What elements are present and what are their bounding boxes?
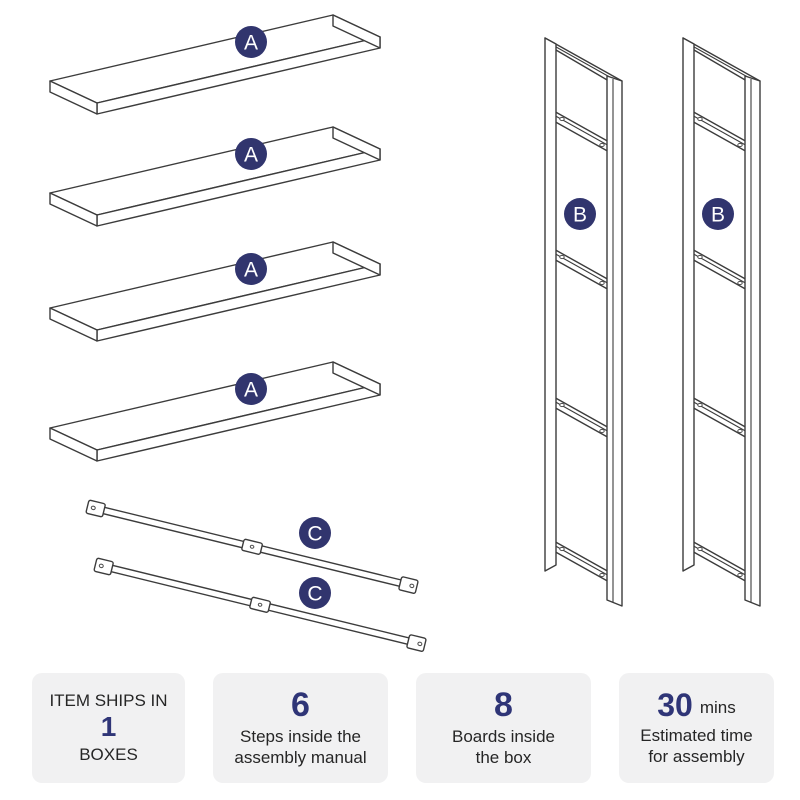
badge-circle	[702, 198, 734, 230]
badge-label: A	[244, 144, 258, 167]
assembly-time-value-row: 30 mins	[657, 688, 736, 723]
badge-label: A	[244, 379, 258, 402]
badge-circle	[235, 253, 267, 285]
assembly-time-unit: mins	[699, 698, 736, 718]
badge-circle	[299, 577, 331, 609]
ships-in-caption: BOXES	[79, 744, 138, 764]
steps-value: 6	[291, 685, 310, 724]
badge-cross-bar-2: C	[299, 577, 331, 609]
info-card-ships-in: ITEM SHIPS IN 1 BOXES	[32, 673, 185, 783]
badge-label: B	[711, 204, 725, 227]
badge-label: C	[307, 523, 322, 546]
badge-shelf-board-1: A	[235, 26, 267, 58]
badge-shelf-board-4: A	[235, 373, 267, 405]
badge-circle	[299, 517, 331, 549]
badge-label: B	[573, 204, 587, 227]
badge-label: A	[244, 259, 258, 282]
badge-label: C	[307, 583, 322, 606]
info-cards-row: ITEM SHIPS IN 1 BOXES 6 Steps inside the…	[32, 673, 774, 783]
badge-shelf-board-3: A	[235, 253, 267, 285]
badge-circle	[235, 373, 267, 405]
steps-caption-line1: Steps inside the	[240, 726, 361, 746]
info-card-boards: 8 Boards inside the box	[416, 673, 591, 783]
boards-caption: Boards inside the box	[452, 726, 555, 770]
shelf-board-2	[49, 126, 381, 227]
boards-caption-line2: the box	[475, 748, 532, 768]
boards-value: 8	[494, 685, 513, 724]
badge-circle	[235, 138, 267, 170]
steps-caption-line2: assembly manual	[234, 748, 367, 768]
boards-caption-line1: Boards inside	[451, 726, 555, 746]
badge-side-frame-1: B	[564, 198, 596, 230]
ships-in-value: 1	[100, 710, 117, 742]
assembly-time-caption-line1: Estimated time	[640, 725, 753, 745]
badge-side-frame-2: B	[702, 198, 734, 230]
assembly-time-caption: Estimated time for assembly	[640, 725, 752, 769]
badge-circle	[235, 26, 267, 58]
side-frame-1	[544, 37, 623, 607]
badge-cross-bar-1: C	[299, 517, 331, 549]
steps-caption: Steps inside the assembly manual	[234, 726, 366, 770]
parts-diagram: A A A A B B C C	[49, 14, 761, 653]
shelf-board-3	[49, 241, 381, 342]
shelf-board-4	[49, 361, 381, 462]
ships-in-title: ITEM SHIPS IN	[49, 691, 168, 711]
assembly-time-value: 30	[657, 686, 693, 723]
shelf-board-1	[49, 14, 381, 115]
badge-circle	[564, 198, 596, 230]
info-card-steps: 6 Steps inside the assembly manual	[213, 673, 388, 783]
cross-bar-2	[93, 557, 428, 653]
cross-bar-1	[85, 499, 420, 595]
side-frame-2	[682, 37, 761, 607]
assembly-time-caption-line2: for assembly	[648, 747, 745, 767]
info-card-assembly-time: 30 mins Estimated time for assembly	[619, 673, 774, 783]
badge-shelf-board-2: A	[235, 138, 267, 170]
badge-label: A	[244, 32, 258, 55]
